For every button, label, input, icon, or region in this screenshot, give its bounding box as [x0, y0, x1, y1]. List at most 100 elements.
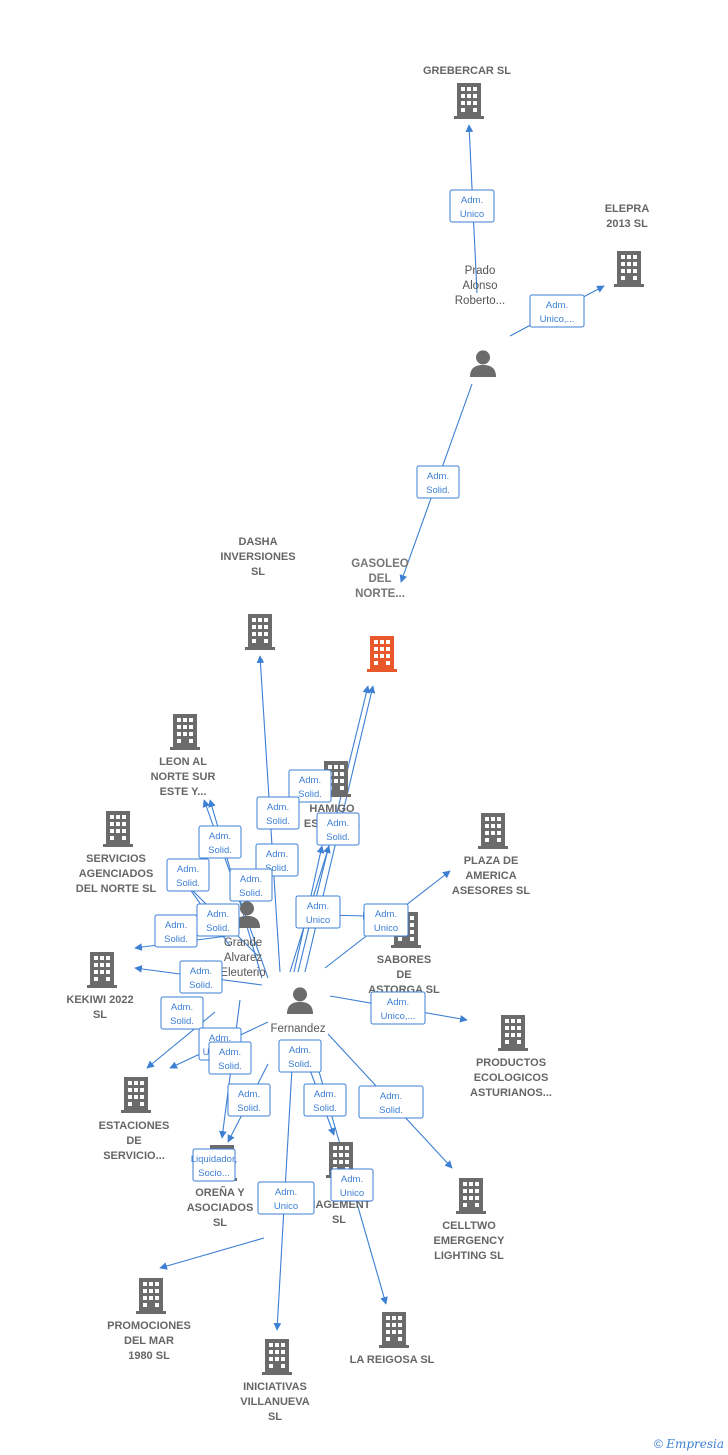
edge-role-label[interactable]: Adm.Solid. — [208, 1041, 252, 1075]
edge-role-label[interactable]: Adm. Solid. — [227, 1083, 271, 1117]
svg-text:Liquidador,: Liquidador, — [191, 1154, 237, 1165]
building-icon[interactable] — [136, 1278, 166, 1314]
edge-role-label[interactable]: Adm.Unico,... — [370, 991, 426, 1025]
svg-text:Adm.: Adm. — [219, 1047, 241, 1058]
svg-text:Solid.: Solid. — [170, 1016, 194, 1027]
building-icon[interactable] — [245, 614, 275, 650]
edge-role-label[interactable]: Adm. Solid. — [278, 1039, 322, 1073]
edge-role-label[interactable]: Adm. Solid. — [303, 1083, 347, 1117]
edge-role-label[interactable]: Adm. Solid. — [416, 465, 460, 499]
svg-text:Unico: Unico — [374, 923, 398, 934]
copyright-symbol: © — [654, 1437, 663, 1451]
svg-text:Solid.: Solid. — [313, 1103, 337, 1114]
svg-text:Adm.: Adm. — [461, 195, 483, 206]
person-icon[interactable] — [286, 987, 314, 1014]
edge-role-label[interactable]: Adm.Unico,... — [529, 294, 585, 328]
svg-text:Solid.: Solid. — [266, 816, 290, 827]
svg-text:Unico: Unico — [340, 1188, 364, 1199]
building-icon[interactable] — [87, 952, 117, 988]
edge-role-label[interactable]: Adm.Solid. — [179, 960, 223, 994]
svg-text:Solid.: Solid. — [379, 1105, 403, 1116]
building-icon[interactable] — [121, 1077, 151, 1113]
svg-text:Adm.: Adm. — [171, 1002, 193, 1013]
building-icon[interactable] — [498, 1015, 528, 1051]
svg-text:Solid.: Solid. — [239, 888, 263, 899]
svg-text:Unico,...: Unico,... — [381, 1011, 416, 1022]
svg-text:Adm.: Adm. — [307, 901, 329, 912]
building-icon[interactable] — [456, 1178, 486, 1214]
person-icon[interactable] — [469, 350, 497, 377]
edge-role-label[interactable]: Adm.Solid. — [154, 914, 198, 948]
edge-role-label[interactable]: Adm.Solid. — [358, 1085, 424, 1119]
svg-text:Adm.: Adm. — [299, 775, 321, 786]
building-icon[interactable] — [478, 813, 508, 849]
svg-text:Solid.: Solid. — [208, 845, 232, 856]
svg-text:Adm.: Adm. — [238, 1089, 260, 1100]
edge-role-label[interactable]: Adm. Solid. — [256, 796, 300, 830]
edge-role-label[interactable]: Adm. Solid. — [316, 812, 360, 846]
svg-text:Solid.: Solid. — [326, 832, 350, 843]
edge-role-label[interactable]: Adm. Solid. — [160, 996, 204, 1030]
edge-role-label[interactable]: Adm. Unico — [449, 189, 495, 223]
edge-role-label[interactable]: Adm.Unico — [257, 1181, 315, 1215]
company-name-lareigosa: LA REIGOSA SL — [350, 1354, 435, 1366]
svg-text:Solid.: Solid. — [237, 1103, 261, 1114]
svg-text:Adm.: Adm. — [267, 802, 289, 813]
edge-role-label[interactable]: Adm. Solid. — [196, 903, 240, 937]
edge-labels: Adm.UnicoAdm.Unico,...Adm.Solid.Adm.Soli… — [154, 189, 585, 1215]
svg-text:Adm.: Adm. — [314, 1089, 336, 1100]
building-icon[interactable] — [262, 1339, 292, 1375]
edge-role-label[interactable]: Liquidador,Socio... — [191, 1148, 237, 1182]
person-name-fernandez: Fernandez — [271, 1023, 326, 1035]
svg-text:Adm.: Adm. — [427, 471, 449, 482]
edge-role-label[interactable]: Adm. Solid. — [288, 769, 332, 803]
svg-text:Adm.: Adm. — [327, 818, 349, 829]
svg-text:Adm.: Adm. — [165, 920, 187, 931]
svg-text:Solid.: Solid. — [426, 485, 450, 496]
svg-text:Unico: Unico — [274, 1201, 298, 1212]
edge-role-label[interactable]: Adm.Unico — [363, 903, 409, 937]
building-icon[interactable] — [103, 811, 133, 847]
edge-role-label[interactable]: Adm.Solid. — [198, 825, 242, 859]
svg-text:Adm.: Adm. — [266, 849, 288, 860]
svg-text:Adm.: Adm. — [289, 1045, 311, 1056]
svg-text:Solid.: Solid. — [288, 1059, 312, 1070]
building-icon[interactable] — [367, 636, 397, 672]
building-icon[interactable] — [379, 1312, 409, 1348]
svg-text:Adm.: Adm. — [341, 1174, 363, 1185]
edge-role-label[interactable]: Adm.Solid. — [255, 843, 299, 877]
edge-role-label[interactable]: Adm.Solid. — [229, 868, 273, 902]
svg-text:Solid.: Solid. — [176, 878, 200, 889]
building-icon[interactable] — [170, 714, 200, 750]
building-icon[interactable] — [454, 83, 484, 119]
svg-text:Solid.: Solid. — [189, 980, 213, 991]
svg-text:Unico: Unico — [460, 209, 484, 220]
svg-text:Unico,...: Unico,... — [540, 314, 575, 325]
building-icon[interactable] — [614, 251, 644, 287]
edge-role-label[interactable]: Adm. Unico — [330, 1168, 374, 1202]
company-name-grebercar: GREBERCAR SL — [423, 65, 511, 77]
brand-logo[interactable]: Empresia — [666, 1437, 724, 1451]
svg-text:Solid.: Solid. — [206, 923, 230, 934]
edge-role-label[interactable]: Adm.Solid. — [166, 858, 210, 892]
svg-text:Unico: Unico — [306, 915, 330, 926]
svg-text:Adm.: Adm. — [207, 909, 229, 920]
svg-text:Solid.: Solid. — [298, 789, 322, 800]
edge-role-label[interactable]: Adm. Unico — [295, 895, 341, 929]
